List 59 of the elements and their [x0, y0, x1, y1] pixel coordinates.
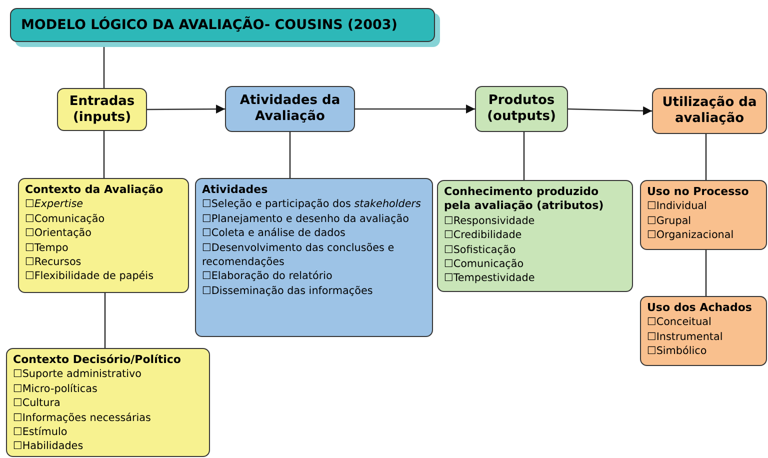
checklist-item: ☐Individual — [647, 199, 708, 214]
node-label: Utilização da avaliação — [661, 95, 758, 127]
checklist-item: ☐Recursos — [25, 255, 82, 270]
checklist-item: ☐Disseminação das informações — [202, 284, 374, 298]
content-box — [437, 180, 633, 292]
connector-line — [523, 132, 525, 180]
node-label: Produtos (outputs) — [486, 93, 557, 125]
connector-line — [103, 131, 105, 178]
checklist-item: ☐Responsividade — [444, 214, 536, 228]
checklist-item: ☐Instrumental — [647, 330, 724, 344]
checklist-item: ☐Conceitual — [647, 315, 712, 330]
checklist-item: ☐Desenvolvimento das conclusões e recomendações — [202, 240, 396, 270]
connector-line — [289, 132, 291, 178]
content-box — [6, 348, 210, 457]
checklist-item: ☐Comunicação — [25, 212, 106, 226]
content-box — [640, 180, 767, 250]
arrow — [147, 104, 225, 114]
checklist-item: ☐Expertise — [25, 197, 84, 212]
content-box — [18, 178, 189, 293]
checklist-item: ☐Elaboração do relatório — [202, 269, 334, 284]
checklist-item: ☐Orientação — [25, 226, 93, 241]
arrow — [568, 106, 652, 116]
checklist-item: ☐Coleta e análise de dados — [202, 226, 346, 241]
checklist-item: ☐Flexibilidade de papéis — [25, 269, 154, 284]
checklist-item: ☐Organizacional — [647, 228, 735, 243]
node-label: Entradas (inputs) — [68, 94, 136, 126]
box-heading: Atividades — [202, 183, 269, 198]
checklist-item: ☐Informações necessárias — [13, 410, 152, 426]
box-heading: Contexto Decisório/Político — [13, 353, 182, 368]
node-label: MODELO LÓGICO DA AVALIAÇÃO- COUSINS (2003) — [21, 17, 398, 33]
connector-line — [705, 250, 707, 296]
process-box — [225, 86, 355, 132]
checklist-item: ☐Grupal — [647, 214, 692, 228]
process-box — [475, 86, 568, 132]
checklist-item: ☐Micro-políticas — [13, 382, 98, 396]
content-box — [640, 296, 767, 366]
checklist-item: ☐Seleção e participação dos stakeholders — [202, 197, 422, 212]
node-label: Atividades da Avaliação — [238, 93, 342, 125]
connector-line — [104, 293, 106, 348]
checklist-item: ☐Cultura — [13, 396, 62, 411]
checklist-item: ☐Habilidades — [13, 439, 84, 454]
box-heading: Uso no Processo — [647, 185, 750, 200]
box-heading: Uso dos Achados — [647, 301, 753, 316]
checklist-item: ☐Sofisticação — [444, 242, 517, 258]
checklist-item: ☐Credibilidade — [444, 228, 523, 243]
arrow — [355, 104, 475, 114]
box-heading: Conhecimento produzido pela avaliação (atributos) — [444, 185, 605, 214]
checklist-item: ☐Tempestividade — [444, 271, 536, 286]
checklist-item: ☐Estímulo — [13, 425, 68, 440]
box-heading: Contexto da Avaliação — [25, 183, 164, 198]
process-box — [57, 88, 147, 131]
connector-line — [705, 134, 707, 180]
checklist-item: ☐Tempo — [25, 240, 70, 256]
checklist-item: ☐Comunicação — [444, 257, 525, 272]
checklist-item: ☐Suporte administrativo — [13, 367, 143, 382]
checklist-item: ☐Planejamento e desenho da avaliação — [202, 212, 410, 226]
checklist-item: ☐Simbólico — [647, 344, 708, 359]
content-box — [195, 178, 433, 337]
process-box — [652, 88, 767, 134]
